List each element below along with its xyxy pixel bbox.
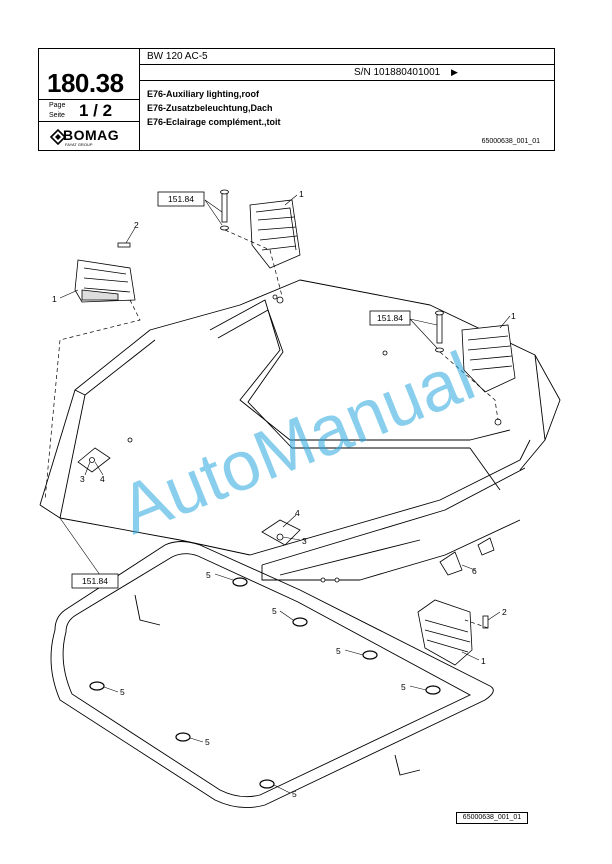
serial-number: S/N 101880401001 ▶ bbox=[354, 67, 458, 78]
divider bbox=[39, 121, 139, 122]
page-number: 180.38 bbox=[47, 68, 124, 98]
divider bbox=[139, 80, 554, 81]
roof-outline bbox=[39, 279, 561, 581]
callout-number: 5 bbox=[292, 789, 297, 799]
exploded-view-diagram: 151.84 151.84 151.84 1 1 1 1 2 2 3 3 4 4… bbox=[39, 189, 561, 809]
callout-number: 5 bbox=[272, 606, 277, 616]
callout-number: 2 bbox=[134, 220, 139, 230]
divider bbox=[39, 99, 139, 100]
callout-number: 4 bbox=[295, 508, 300, 518]
description-fr: E76-Eclairage complément.,toit bbox=[147, 117, 281, 127]
work-lamp bbox=[417, 599, 473, 666]
footer-drawing-code: 65000638_001_01 bbox=[456, 812, 528, 824]
description-en: E76-Auxiliary lighting,roof bbox=[147, 89, 260, 99]
model-name: BW 120 AC-5 bbox=[147, 51, 208, 62]
reference-box[interactable]: 151.84 bbox=[71, 573, 119, 589]
arrow-right-icon: ▶ bbox=[450, 67, 458, 77]
drawing-code: 65000638_001_01 bbox=[481, 138, 540, 145]
callout-number: 5 bbox=[401, 682, 406, 692]
reference-label: 151.84 bbox=[82, 576, 108, 586]
page-label: Page Seite bbox=[49, 101, 65, 121]
reference-label: 151.84 bbox=[377, 313, 403, 323]
handrail-frame bbox=[50, 541, 494, 809]
reference-label: 151.84 bbox=[168, 194, 194, 204]
divider bbox=[139, 64, 554, 65]
work-lamp bbox=[461, 324, 516, 393]
description: E76-Auxiliary lighting,roof E76-Zusatzbe… bbox=[147, 87, 281, 129]
page-fraction: 1 / 2 bbox=[79, 101, 113, 120]
leader-line bbox=[44, 229, 499, 629]
mounting-hole bbox=[127, 294, 502, 583]
callout-number: 1 bbox=[481, 656, 486, 666]
page-label-de: Seite bbox=[49, 112, 65, 119]
cable-clamp bbox=[89, 577, 441, 789]
reference-box[interactable]: 151.84 bbox=[369, 310, 411, 326]
divider bbox=[139, 49, 140, 150]
logo-subtext: FAYAT GROUP bbox=[65, 142, 93, 147]
callout-number: 4 bbox=[100, 474, 105, 484]
callout-labels: 1 1 1 1 2 2 3 3 4 4 5 5 5 5 5 5 5 6 bbox=[52, 189, 516, 799]
work-lamp bbox=[74, 259, 136, 303]
callout-number: 5 bbox=[120, 687, 125, 697]
callout-number: 5 bbox=[336, 646, 341, 656]
callout-number: 5 bbox=[205, 737, 210, 747]
callout-number: 6 bbox=[472, 566, 477, 576]
callout-number: 5 bbox=[206, 570, 211, 580]
callout-number: 1 bbox=[299, 189, 304, 199]
logo-text: BOMAG bbox=[63, 127, 120, 143]
callout-number: 3 bbox=[80, 474, 85, 484]
bolt bbox=[117, 189, 489, 629]
page-label-en: Page bbox=[49, 102, 66, 109]
callout-number: 1 bbox=[511, 311, 516, 321]
callout-number: 3 bbox=[302, 536, 307, 546]
serial-text: S/N 101880401001 bbox=[354, 67, 441, 78]
callout-number: 1 bbox=[52, 294, 57, 304]
description-de: E76-Zusatzbeleuchtung,Dach bbox=[147, 103, 273, 113]
bracket-pad bbox=[77, 447, 495, 576]
reference-box[interactable]: 151.84 bbox=[157, 191, 205, 207]
bomag-logo-icon bbox=[49, 128, 67, 146]
work-lamp bbox=[249, 199, 301, 269]
callout-leader bbox=[59, 194, 511, 794]
title-block: BW 120 AC-5 S/N 101880401001 ▶ E76-Auxil… bbox=[38, 48, 555, 151]
callout-number: 2 bbox=[502, 607, 507, 617]
